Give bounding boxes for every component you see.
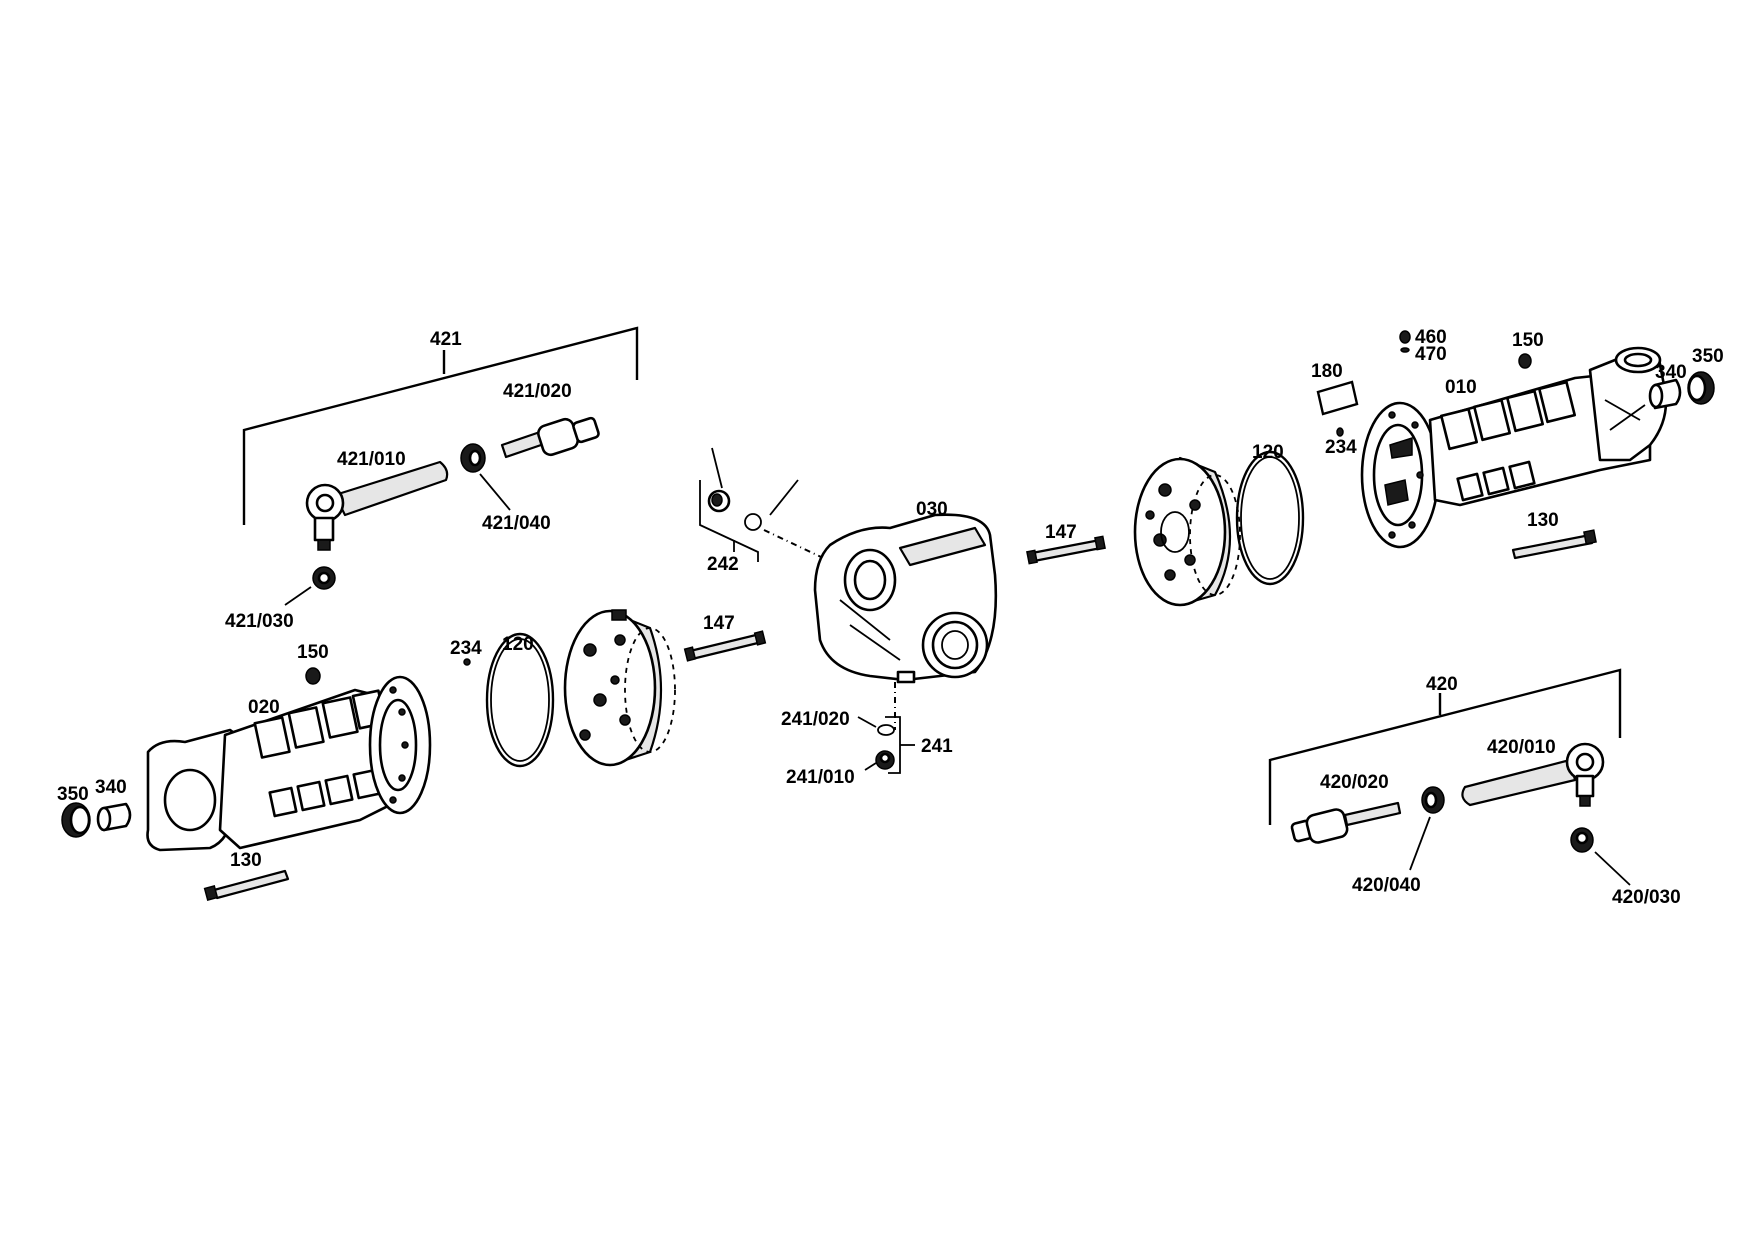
label-420-040: 420/040 xyxy=(1352,875,1421,896)
label-421-040: 421/040 xyxy=(482,513,551,534)
part-340-left-bushing xyxy=(96,802,132,832)
part-150-left-plug xyxy=(305,667,321,685)
label-460: 460 xyxy=(1415,327,1447,348)
part-120-right-o-ring xyxy=(1235,450,1305,586)
part-350-right-seal xyxy=(1687,371,1715,405)
label-421-010: 421/010 xyxy=(337,449,406,470)
axis-line-242 xyxy=(763,529,839,566)
label-420-030: 420/030 xyxy=(1612,887,1681,908)
part-020-axle-housing-left xyxy=(146,675,432,852)
part-242-ring xyxy=(744,513,762,531)
label-030: 030 xyxy=(916,499,948,520)
label-421-030: 421/030 xyxy=(225,611,294,632)
part-242-plug xyxy=(707,489,731,513)
label-120-left: 120 xyxy=(502,634,534,655)
part-180-plate xyxy=(1316,380,1359,416)
group-421-bracket xyxy=(242,326,639,525)
part-460-plug xyxy=(1399,330,1411,344)
group-420-bracket xyxy=(1268,668,1622,825)
part-420-010-tie-rod-end xyxy=(1461,742,1605,807)
label-130-right: 130 xyxy=(1527,510,1559,531)
label-147-left: 147 xyxy=(703,613,735,634)
label-150-right: 150 xyxy=(1512,330,1544,351)
part-234-left-pin xyxy=(463,658,471,666)
part-241-010-plug xyxy=(864,750,895,771)
label-130-left: 130 xyxy=(230,850,262,871)
part-130-left-bolt xyxy=(203,869,290,902)
part-350-left-seal xyxy=(61,802,91,838)
label-350-left: 350 xyxy=(57,784,89,805)
label-234-right: 234 xyxy=(1325,437,1357,458)
part-470-washer xyxy=(1400,347,1410,353)
part-241-020-washer xyxy=(857,716,895,736)
group-241-bracket xyxy=(885,716,915,774)
label-010: 010 xyxy=(1445,377,1477,398)
part-234-right-pin xyxy=(1336,427,1344,437)
label-234-left: 234 xyxy=(450,638,482,659)
label-241: 241 xyxy=(921,736,953,757)
label-147-right: 147 xyxy=(1045,522,1077,543)
label-241-020: 241/020 xyxy=(781,709,850,730)
label-242: 242 xyxy=(707,554,739,575)
part-120-left-o-ring xyxy=(485,632,555,768)
part-421-010-tie-rod-end xyxy=(305,460,449,551)
part-130-right-bolt xyxy=(1511,529,1597,560)
part-420-040-nut xyxy=(1409,786,1445,871)
label-340-right: 340 xyxy=(1655,362,1687,383)
part-150-right-plug xyxy=(1518,353,1532,369)
part-left-planetary-hub xyxy=(563,609,676,767)
part-030-center-housing xyxy=(813,513,998,684)
part-421-040-nut xyxy=(460,443,511,511)
part-421-020-stud xyxy=(500,416,600,459)
part-147-left-shaft xyxy=(683,630,767,662)
label-470: 470 xyxy=(1415,344,1447,365)
label-420: 420 xyxy=(1426,674,1458,695)
label-350-right: 350 xyxy=(1692,346,1724,367)
label-340-left: 340 xyxy=(95,777,127,798)
label-421-020: 421/020 xyxy=(503,381,572,402)
label-020: 020 xyxy=(248,697,280,718)
label-150-left: 150 xyxy=(297,642,329,663)
label-180: 180 xyxy=(1311,361,1343,382)
part-010-axle-housing-right xyxy=(1360,346,1668,549)
label-420-020: 420/020 xyxy=(1320,772,1389,793)
label-120-right: 120 xyxy=(1252,442,1284,463)
part-147-right-shaft xyxy=(1026,535,1106,565)
part-340-right-bushing xyxy=(1648,378,1682,410)
part-420-020-stud xyxy=(1290,801,1402,844)
label-421: 421 xyxy=(430,329,462,350)
label-420-010: 420/010 xyxy=(1487,737,1556,758)
group-242-bracket xyxy=(699,447,799,562)
label-241-010: 241/010 xyxy=(786,767,855,788)
part-421-030-nut xyxy=(284,566,336,606)
part-right-planetary-hub xyxy=(1133,456,1241,607)
part-420-030-nut xyxy=(1570,827,1631,886)
